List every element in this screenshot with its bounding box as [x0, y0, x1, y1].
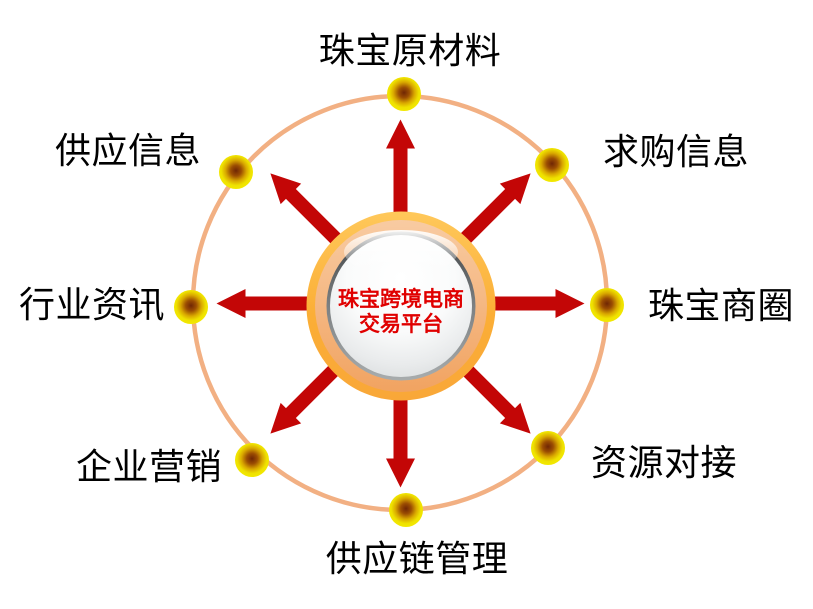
node-dot-top: [387, 77, 421, 111]
arrow-top: [386, 119, 415, 214]
node-label-jewelry-raw-materials: 珠宝原材料: [318, 30, 502, 71]
node-dot-top-right: [535, 148, 569, 182]
node-label-resource-matching: 资源对接: [590, 442, 738, 483]
arrow-bottom: [386, 393, 415, 488]
node-dot-left: [174, 290, 208, 324]
node-dot-bottom: [389, 493, 423, 527]
node-label-jewelry-business-circle: 珠宝商圈: [647, 285, 795, 326]
node-dot-bottom-left: [235, 443, 269, 477]
node-label-industry-news: 行业资讯: [18, 284, 166, 325]
arrow-top-left: [260, 163, 348, 251]
node-dot-right: [590, 288, 624, 322]
center-sphere: [306, 211, 496, 401]
node-dot-top-left: [219, 155, 253, 189]
center-platform-line2: 交易平台: [359, 313, 443, 336]
node-dots-group: [174, 77, 624, 527]
arrow-right: [490, 289, 585, 318]
sphere-body: [330, 235, 472, 377]
node-label-enterprise-marketing: 企业营销: [75, 446, 223, 487]
arrow-top-right: [453, 163, 541, 251]
sphere-gloss-highlight: [344, 230, 458, 274]
node-label-supply-info: 供应信息: [54, 130, 202, 171]
node-label-purchase-info: 求购信息: [602, 131, 750, 172]
node-dot-bottom-right: [531, 431, 565, 465]
center-platform-line1: 珠宝跨境电商: [338, 288, 464, 311]
arrow-left: [216, 289, 311, 318]
node-label-supply-chain-management: 供应链管理: [325, 538, 509, 579]
center-platform-label: 珠宝跨境电商 交易平台: [338, 287, 464, 337]
